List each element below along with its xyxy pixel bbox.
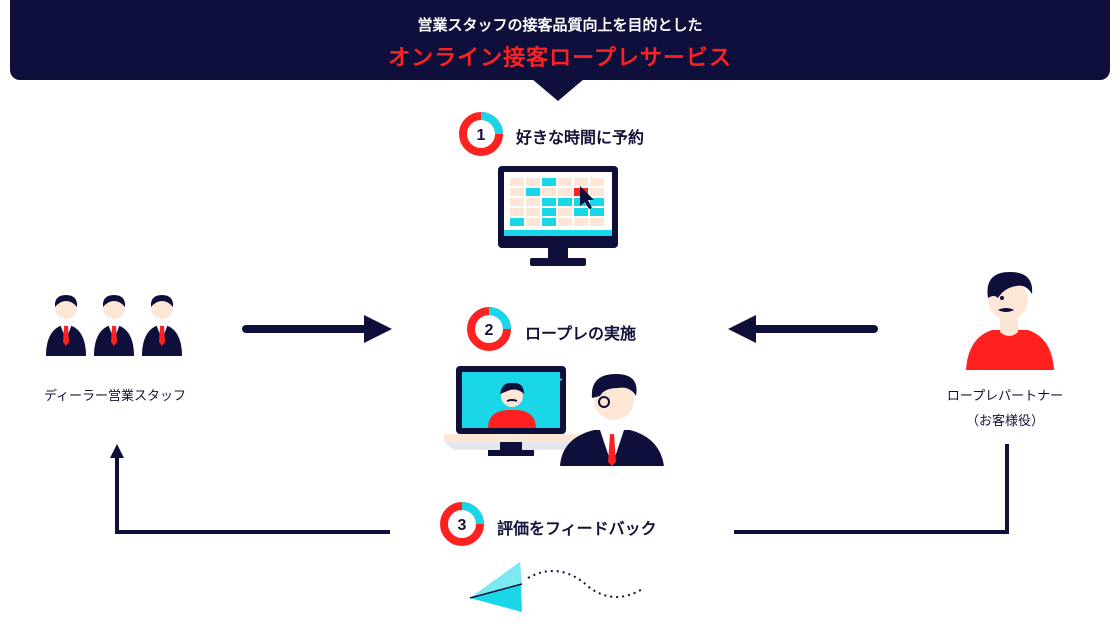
arrow-staff-to-roleplay xyxy=(242,315,392,343)
step-3-badge: 3 xyxy=(440,502,484,546)
arrow-partner-to-roleplay xyxy=(728,315,878,343)
header-title: オンライン接客ロープレサービス xyxy=(388,46,732,71)
step-3-number: 3 xyxy=(458,517,467,534)
step-1-badge: 1 xyxy=(459,112,503,156)
staff-figure-3 xyxy=(142,295,182,356)
step-2-number: 2 xyxy=(485,322,494,339)
schedule-cell xyxy=(558,178,572,186)
schedule-cell xyxy=(526,198,540,206)
step-1-number: 1 xyxy=(477,127,486,144)
schedule-cell xyxy=(590,188,604,196)
feedback-line-from-partner xyxy=(734,444,1009,534)
feedback-line-to-staff xyxy=(110,444,390,534)
schedule-cell xyxy=(590,198,604,206)
step-2-badge: 2 xyxy=(467,307,511,351)
schedule-cell xyxy=(590,178,604,186)
schedule-cell xyxy=(558,218,572,226)
schedule-cell xyxy=(526,208,540,216)
paper-plane-icon xyxy=(469,562,645,612)
schedule-cell xyxy=(542,178,556,186)
schedule-cell xyxy=(510,198,524,206)
schedule-cell xyxy=(510,188,524,196)
schedule-cell xyxy=(574,208,588,216)
schedule-cell xyxy=(510,208,524,216)
schedule-cell xyxy=(542,218,556,226)
step-3-label: 評価をフィードバック xyxy=(497,519,657,538)
schedule-cell xyxy=(526,218,540,226)
schedule-cell xyxy=(526,178,540,186)
step-2-label: ロープレの実施 xyxy=(525,324,637,343)
staff-figure-1 xyxy=(46,295,86,356)
partner-caption: ロープレパートナー xyxy=(946,389,1064,404)
schedule-cell xyxy=(510,218,524,226)
roleplay-partner-illustration xyxy=(966,272,1054,370)
video-call-illustration xyxy=(444,366,664,466)
header-subtitle: 営業スタッフの接客品質向上を目的とした xyxy=(417,16,703,34)
banner-pointer xyxy=(532,79,584,101)
schedule-cell xyxy=(558,198,572,206)
partner-subcaption: （お客様役） xyxy=(965,414,1044,429)
schedule-cell xyxy=(590,218,604,226)
staff-figure-2 xyxy=(94,295,134,356)
schedule-monitor-illustration xyxy=(498,166,618,266)
schedule-cell xyxy=(558,208,572,216)
dealer-staff-illustration xyxy=(46,295,182,356)
schedule-cell xyxy=(574,178,588,186)
schedule-cell xyxy=(510,178,524,186)
header-banner xyxy=(10,0,1110,80)
schedule-cell xyxy=(542,198,556,206)
schedule-cell xyxy=(590,208,604,216)
schedule-cell xyxy=(526,188,540,196)
step-1-label: 好きな時間に予約 xyxy=(516,128,645,147)
schedule-cell xyxy=(542,188,556,196)
schedule-cell xyxy=(574,218,588,226)
schedule-cell xyxy=(558,188,572,196)
staff-caption: ディーラー営業スタッフ xyxy=(43,389,187,404)
schedule-cell xyxy=(542,208,556,216)
